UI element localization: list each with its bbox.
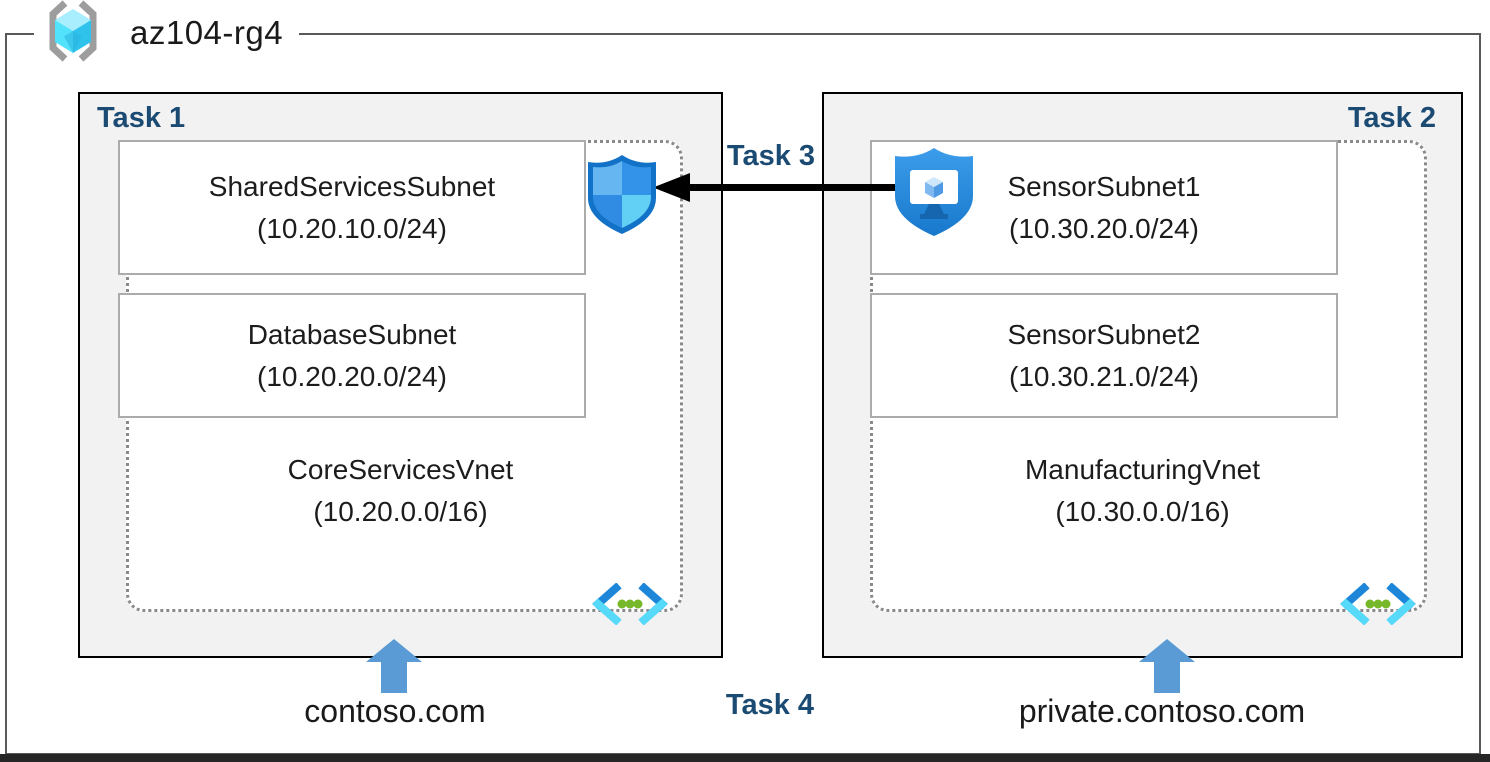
subnet-name: SensorSubnet2	[1007, 318, 1201, 350]
private-contoso-dns-label: private.contoso.com	[1018, 693, 1306, 729]
vnet-name: CoreServicesVnet	[287, 454, 514, 485]
task2-label: Task 2	[1347, 102, 1436, 134]
resource-group-header: az104-rg4	[34, 0, 300, 67]
shared-services-subnet-box: SharedServicesSubnet (10.20.10.0/24)	[118, 140, 586, 275]
task2-box: Task 2 SensorSubnet1 (10.30.20.0/24) Sen…	[822, 92, 1463, 658]
manufacturing-vnet-name: ManufacturingVnet (10.30.0.0/16)	[824, 449, 1461, 533]
resource-group-title: az104-rg4	[130, 14, 284, 51]
core-services-vnet-name: CoreServicesVnet (10.20.0.0/16)	[80, 449, 721, 533]
task4-label: Task 4	[725, 689, 815, 721]
vnet-name: ManufacturingVnet	[1024, 454, 1261, 485]
database-subnet-box: DatabaseSubnet (10.20.20.0/24)	[118, 293, 586, 418]
subnet-cidr: (10.30.20.0/24)	[1009, 212, 1199, 244]
network-security-group-icon	[584, 153, 660, 240]
bastion-icon	[891, 146, 977, 243]
up-arrow-icon	[1139, 639, 1195, 698]
subnet-cidr: (10.20.10.0/24)	[257, 212, 447, 244]
subnet-name: SharedServicesSubnet	[208, 170, 496, 202]
vnet-cidr: (10.20.0.0/16)	[313, 496, 488, 527]
resource-group-icon	[38, 0, 108, 67]
subnet-cidr: (10.30.21.0/24)	[1009, 360, 1199, 392]
virtual-network-icon	[1340, 582, 1416, 630]
up-arrow-icon	[366, 639, 422, 698]
sensor-subnet2-box: SensorSubnet2 (10.30.21.0/24)	[870, 293, 1338, 418]
task3-label: Task 3	[726, 140, 816, 172]
bottom-edge-bar	[0, 754, 1490, 762]
subnet-name: SensorSubnet1	[1007, 170, 1201, 202]
task3-arrow	[648, 168, 942, 213]
vnet-cidr: (10.30.0.0/16)	[1055, 496, 1230, 527]
subnet-cidr: (10.20.20.0/24)	[257, 360, 447, 392]
subnet-name: DatabaseSubnet	[247, 318, 457, 350]
contoso-dns-label: contoso.com	[304, 693, 486, 729]
virtual-network-icon	[592, 582, 668, 630]
task1-label: Task 1	[97, 102, 186, 134]
